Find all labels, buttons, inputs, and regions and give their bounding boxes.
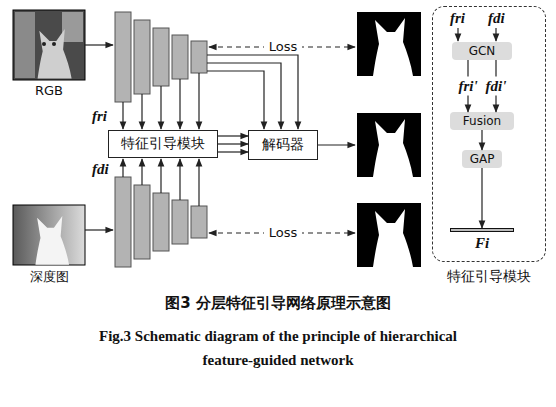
decoder-box: 解码器	[248, 130, 318, 160]
encoder-block	[153, 28, 169, 86]
english-caption: Fig.3 Schematic diagram of the principle…	[98, 324, 458, 372]
mask-image	[357, 203, 421, 267]
photo-patch	[62, 12, 83, 42]
cat-eye	[42, 42, 46, 46]
input-arrow	[85, 44, 113, 45]
encoder-block	[191, 206, 207, 238]
feature-arrow	[122, 159, 123, 177]
node-text: 特征引导模块	[121, 135, 205, 153]
photo-cat	[38, 29, 72, 78]
figure-caption: 图3 分层特征引导网络原理示意图	[0, 294, 556, 313]
feature-arrow	[122, 102, 123, 129]
encoder-block	[134, 20, 150, 94]
edge-label: fri'	[458, 77, 477, 96]
photo-patch	[15, 12, 35, 78]
input-arrow	[495, 28, 496, 41]
node-text: 解码器	[262, 136, 304, 154]
feature-arrow	[141, 159, 142, 185]
connector-arrow	[218, 143, 248, 144]
mask-cat	[373, 209, 413, 267]
depth-cat	[35, 216, 69, 265]
label-text: fdi	[488, 10, 505, 27]
label-text: fdi	[92, 161, 109, 178]
operation-box: GAP	[462, 150, 502, 168]
label-text: Loss	[264, 225, 302, 240]
operation-box: Fusion	[450, 112, 514, 130]
module-heading: 特征引导模块	[433, 268, 545, 286]
feature-arrow	[179, 159, 180, 200]
mask-cat	[373, 18, 413, 76]
process-box: 特征引导模块	[108, 130, 218, 158]
encoder-block	[153, 193, 169, 251]
node-text: Fi	[450, 235, 514, 252]
skip-line	[207, 63, 281, 129]
mask-image	[357, 12, 421, 76]
encoder-block	[115, 12, 131, 102]
feature-arrow	[160, 159, 161, 193]
feature-arrow	[198, 159, 199, 206]
depth-image	[13, 205, 85, 265]
skip-line	[207, 71, 264, 129]
feature-arrow	[198, 73, 199, 129]
node-text: GCN	[469, 44, 496, 58]
encoder-block	[191, 41, 207, 73]
label-text: Loss	[264, 39, 302, 54]
cat-eye	[52, 42, 56, 46]
feature-arrow	[141, 94, 142, 129]
label-text: RGB	[13, 83, 85, 98]
feature-vector: Fi	[450, 228, 514, 258]
operation-box: GCN	[452, 42, 512, 60]
feature-arrow	[179, 79, 180, 129]
skip-line	[207, 55, 298, 129]
connector-arrow	[481, 130, 482, 150]
input-arrow	[85, 229, 113, 230]
output-arrow	[318, 144, 355, 145]
encoder-block	[172, 200, 188, 244]
feature-arrow	[160, 86, 161, 129]
encoder-block	[134, 185, 150, 259]
module-frame: 特征引导模块GCNFusionGAPFi	[432, 6, 546, 262]
connector-arrow	[218, 151, 248, 152]
connector-arrow	[481, 168, 482, 228]
label-text: 深度图	[13, 268, 85, 286]
input-arrow	[457, 28, 458, 41]
rgb-photo	[13, 10, 85, 80]
encoder-block	[115, 177, 131, 267]
edge-label: fdi'	[486, 77, 507, 96]
node-text: GAP	[470, 152, 495, 166]
node-text: Fusion	[463, 114, 501, 128]
label-text: fri	[92, 108, 107, 125]
mask-cat	[373, 119, 413, 177]
vector-bar	[450, 228, 514, 232]
label-text: fri	[450, 10, 465, 27]
encoder-block	[172, 35, 188, 79]
mask-image	[357, 113, 421, 177]
connector-arrow	[218, 135, 248, 136]
